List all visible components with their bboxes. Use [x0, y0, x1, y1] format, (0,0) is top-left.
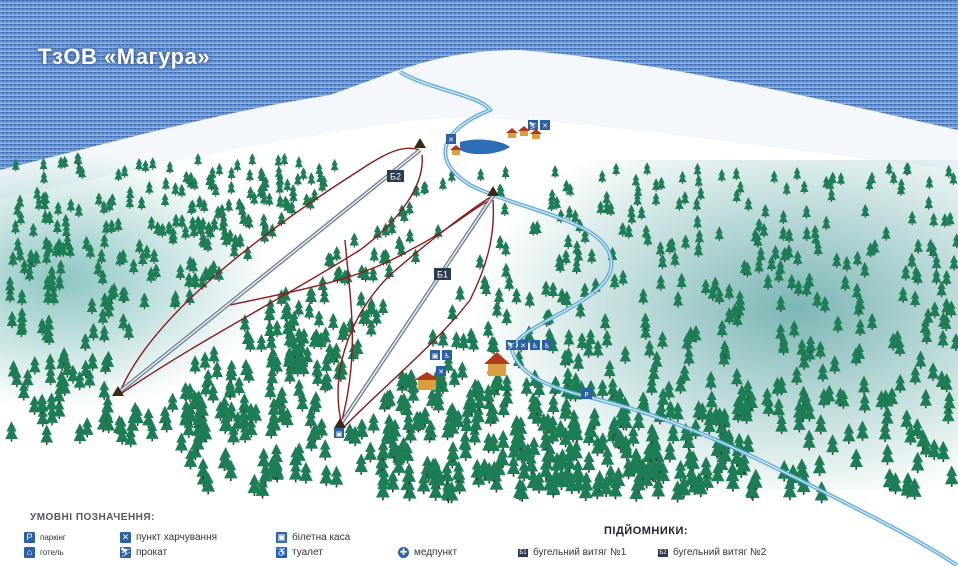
svg-text:P: P	[584, 391, 588, 399]
lift-b1	[334, 186, 499, 428]
trail-b2-right	[121, 154, 423, 394]
svg-text:⛷: ⛷	[529, 121, 538, 130]
food-icon: ✕	[540, 120, 550, 130]
legend-item-rental: ⛷ прокат	[120, 547, 167, 558]
lake	[460, 139, 510, 155]
legend-label: паркінг	[40, 533, 66, 542]
ticket-icon: ▣	[276, 532, 287, 543]
legend-label: пункт харчування	[136, 532, 218, 543]
svg-text:✕: ✕	[438, 368, 444, 376]
legend-item-ticket: ▣ білетна каса	[276, 532, 350, 543]
medical-icon: ✚	[398, 547, 409, 558]
trail-b1-right	[344, 199, 495, 427]
food-icon: ✕	[436, 366, 446, 376]
lift-b2-icon: Б2	[658, 548, 668, 557]
legend-item-toilet: ♿ туалет	[276, 547, 323, 558]
toilet-icon: ♿	[530, 340, 540, 350]
legend-label: готель	[40, 548, 64, 557]
legend-item-hotel: ⌂ готель	[24, 547, 64, 558]
ski-trails	[119, 147, 495, 427]
svg-text:✕: ✕	[520, 342, 526, 350]
legend-label: туалет	[292, 547, 323, 558]
toilet-icon: ♿	[442, 350, 452, 360]
lifts-heading: ПІДЙОМНИКИ:	[604, 525, 689, 537]
hotel-building	[414, 372, 440, 390]
lift-label: бугельний витяг №1	[533, 547, 627, 558]
parking-icon: P	[24, 532, 35, 543]
svg-text:♿: ♿	[544, 342, 550, 350]
legend-label: медпункт	[414, 547, 458, 558]
rental-icon: ⛷	[528, 120, 538, 130]
legend-item-food: ✕ пункт харчування	[120, 532, 217, 543]
lift-b2	[112, 138, 426, 396]
toilet-icon: ♿	[542, 340, 552, 350]
lift-label-b1: Б1	[434, 268, 451, 280]
svg-text:▣: ▣	[336, 430, 343, 438]
lift-item-b2: Б2 бугельний витяг №2	[658, 547, 766, 558]
access-road-core	[399, 71, 958, 566]
lift-label-b1-text: Б1	[437, 270, 448, 280]
lift-b1-icon: Б1	[518, 548, 528, 557]
top-buildings	[450, 126, 542, 155]
ticket-icon: ▣	[430, 350, 440, 360]
food-icon: ✕	[518, 340, 528, 350]
legend-label: прокат	[136, 547, 168, 558]
legend-item-medical: ✚ медпункт	[398, 547, 457, 558]
legend-label: білетна каса	[292, 532, 351, 543]
legend-heading: УМОВНІ ПОЗНАЧЕННЯ:	[30, 512, 155, 523]
trail-cross	[229, 199, 491, 306]
parking-icon: P	[581, 388, 592, 399]
food-icon: ✕	[446, 134, 456, 144]
lift-label-b2-text: Б2	[390, 172, 401, 182]
ticket-icon: ▣	[334, 428, 344, 438]
toilet-icon: ♿	[276, 547, 288, 558]
food-icon: ✕	[120, 532, 131, 543]
chalet-building	[484, 352, 510, 376]
legend-item-parking: P паркінг	[24, 532, 66, 543]
lift-label: бугельний витяг №2	[673, 547, 767, 558]
svg-text:♿: ♿	[532, 342, 538, 350]
rental-icon: ⛷	[506, 340, 516, 350]
rental-icon: ⛷	[120, 547, 132, 558]
page-title: ТзОВ «Магура»	[38, 44, 211, 69]
map-legend: УМОВНІ ПОЗНАЧЕННЯ: P паркінг ⌂ готель ✕ …	[0, 505, 958, 566]
lift-item-b1: Б1 бугельний витяг №1	[518, 547, 626, 558]
svg-text:♿: ♿	[444, 352, 450, 360]
lift-label-b2: Б2	[387, 170, 404, 182]
trail-cross-2	[341, 239, 354, 421]
svg-text:✕: ✕	[542, 122, 548, 130]
trail-b2-left	[119, 147, 421, 393]
svg-text:⛷: ⛷	[507, 341, 516, 350]
svg-text:✕: ✕	[448, 136, 454, 144]
svg-text:▣: ▣	[432, 352, 439, 360]
hotel-icon: ⌂	[24, 547, 35, 558]
map-icons: ✕ ⛷ ✕ ▣ ♿ ✕ ⛷ ✕ ♿ ♿ P ▣	[334, 120, 592, 438]
trail-b1-left	[337, 195, 493, 426]
